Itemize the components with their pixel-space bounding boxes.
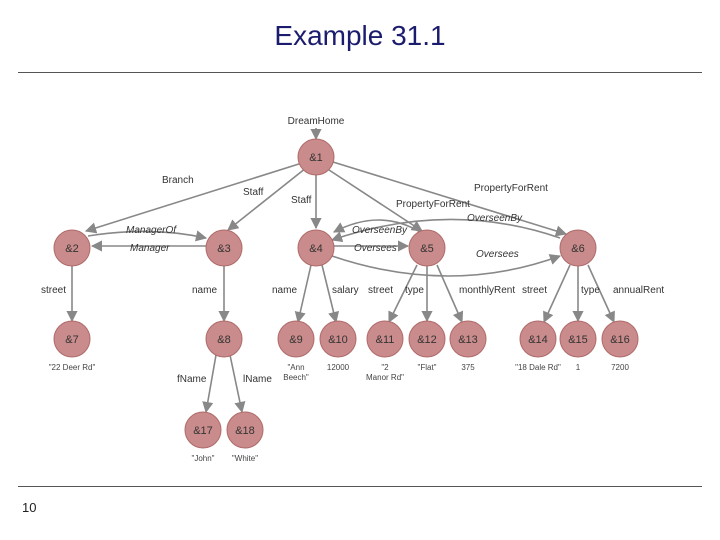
node-2: &2 bbox=[53, 229, 91, 267]
edge-label-lname: lName bbox=[243, 374, 272, 385]
svg-text:&7: &7 bbox=[65, 334, 78, 346]
edge-label-street-c: street bbox=[522, 285, 547, 296]
edge-label-annual-rent: annualRent bbox=[613, 285, 664, 296]
bottom-divider bbox=[18, 486, 702, 487]
edge-4-10 bbox=[321, 264, 340, 324]
edge-label-branch: Branch bbox=[162, 175, 194, 186]
edge-label-oversees-a: Oversees bbox=[354, 243, 397, 254]
edges bbox=[66, 128, 615, 414]
edge-4-9 bbox=[294, 264, 312, 324]
svg-text:&12: &12 bbox=[417, 334, 437, 346]
node-10: &10 bbox=[319, 320, 357, 358]
node-6: &6 bbox=[559, 229, 597, 267]
value-12: "Flat" bbox=[417, 363, 436, 372]
edge-label-manager-of: ManagerOf bbox=[126, 225, 177, 236]
value-18: "White" bbox=[232, 454, 258, 463]
edge-label-monthly-rent: monthlyRent bbox=[459, 285, 515, 296]
node-14: &14 bbox=[519, 320, 557, 358]
svg-text:&10: &10 bbox=[328, 334, 348, 346]
node-12: &12 bbox=[408, 320, 446, 358]
node-8: &8 bbox=[205, 320, 243, 358]
svg-text:&17: &17 bbox=[193, 425, 213, 437]
edge-1-3 bbox=[227, 167, 307, 231]
top-divider bbox=[18, 72, 702, 73]
svg-text:&14: &14 bbox=[528, 334, 548, 346]
edge-label-fname: fName bbox=[177, 374, 207, 385]
node-9: &9 bbox=[277, 320, 315, 358]
value-11-line-1: "2 bbox=[381, 363, 389, 372]
edge-label-staff-b: Staff bbox=[291, 195, 312, 206]
edge-label-type-a: type bbox=[405, 285, 424, 296]
edge-5-11 bbox=[388, 264, 418, 324]
svg-text:&5: &5 bbox=[420, 243, 433, 255]
node-13: &13 bbox=[449, 320, 487, 358]
value-9-line-1: "Ann bbox=[287, 363, 304, 372]
svg-text:&16: &16 bbox=[610, 334, 630, 346]
node-7: &7 bbox=[53, 320, 91, 358]
edge-1-2 bbox=[84, 162, 303, 234]
edge-label-name-b: name bbox=[272, 285, 297, 296]
value-7: "22 Deer Rd" bbox=[49, 363, 96, 372]
value-11-line-2: Manor Rd" bbox=[366, 373, 404, 382]
value-14: "18 Dale Rd" bbox=[515, 363, 561, 372]
edge-5-4 bbox=[333, 219, 421, 233]
svg-text:&8: &8 bbox=[217, 334, 230, 346]
edge-label-type-b: type bbox=[581, 285, 600, 296]
edge-label-salary: salary bbox=[332, 285, 359, 296]
svg-text:&4: &4 bbox=[309, 243, 322, 255]
edge-label-property-for-rent-a: PropertyForRent bbox=[474, 183, 548, 194]
node-15: &15 bbox=[559, 320, 597, 358]
svg-text:&6: &6 bbox=[571, 243, 584, 255]
svg-text:&1: &1 bbox=[309, 152, 322, 164]
node-18: &18 bbox=[226, 411, 264, 449]
value-17: "John" bbox=[191, 454, 214, 463]
svg-text:&2: &2 bbox=[65, 243, 78, 255]
edge-label-oversees-b: Oversees bbox=[476, 249, 519, 260]
edge-5-13 bbox=[436, 264, 464, 324]
value-9-line-2: Beech" bbox=[283, 373, 309, 382]
edge-label-manager: Manager bbox=[130, 243, 170, 254]
root-label: DreamHome bbox=[288, 116, 345, 127]
svg-text:&18: &18 bbox=[235, 425, 255, 437]
edge-6-14 bbox=[543, 264, 571, 324]
node-1: &1 bbox=[297, 138, 335, 176]
edge-label-street-b: street bbox=[368, 285, 393, 296]
value-15: 1 bbox=[576, 363, 581, 372]
svg-text:&11: &11 bbox=[376, 334, 395, 346]
edge-8-18 bbox=[229, 354, 246, 414]
svg-text:&15: &15 bbox=[568, 334, 588, 346]
edge-8-17 bbox=[202, 354, 217, 414]
edge-label-overseen-by-b: OverseenBy bbox=[352, 225, 408, 236]
value-16: 7200 bbox=[611, 363, 629, 372]
edge-label-name-a: name bbox=[192, 285, 217, 296]
edge-1-6 bbox=[332, 161, 568, 237]
svg-text:&13: &13 bbox=[458, 334, 478, 346]
svg-text:&9: &9 bbox=[289, 334, 302, 346]
edge-1-5 bbox=[325, 167, 423, 232]
slide-title: Example 31.1 bbox=[274, 20, 446, 51]
node-17: &17 bbox=[184, 411, 222, 449]
edge-label-staff-a: Staff bbox=[243, 187, 264, 198]
node-16: &16 bbox=[601, 320, 639, 358]
edge-4-6 bbox=[331, 254, 562, 277]
edge-2-3 bbox=[87, 230, 208, 242]
value-13: 375 bbox=[461, 363, 475, 372]
edge-6-16 bbox=[587, 264, 615, 324]
node-5: &5 bbox=[408, 229, 446, 267]
edge-label-street-a: street bbox=[41, 285, 66, 296]
edge-labels: Branch Staff Staff PropertyForRent Prope… bbox=[41, 175, 664, 385]
atomic-values: "22 Deer Rd" "Ann Beech" 12000 "2 Manor … bbox=[49, 363, 630, 463]
value-10: 12000 bbox=[327, 363, 350, 372]
svg-text:&3: &3 bbox=[217, 243, 230, 255]
edge-label-property-for-rent-b: PropertyForRent bbox=[396, 199, 470, 210]
edge-6-4 bbox=[330, 218, 561, 243]
edge-label-overseen-by-a: OverseenBy bbox=[467, 213, 523, 224]
node-11: &11 bbox=[366, 320, 404, 358]
nodes: &1 &2 &3 &4 &5 &6 &7 &8 &9 &10 &11 &12 &… bbox=[53, 138, 639, 449]
page-number: 10 bbox=[22, 500, 37, 515]
node-3: &3 bbox=[205, 229, 243, 267]
node-4: &4 bbox=[297, 229, 335, 267]
